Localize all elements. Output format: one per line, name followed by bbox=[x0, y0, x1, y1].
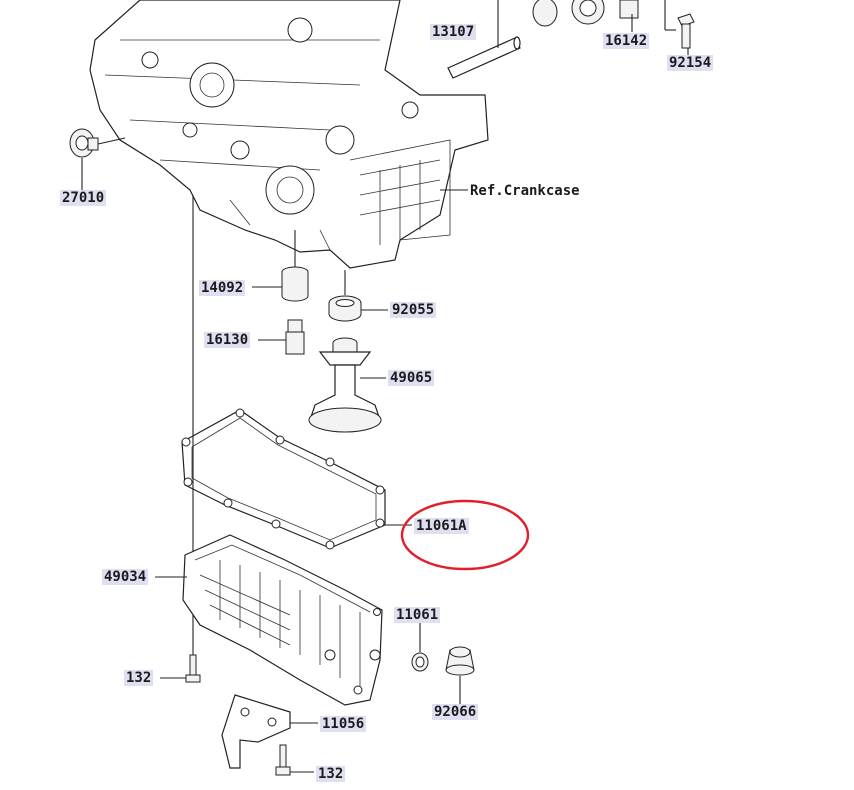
part-132-bolt-a bbox=[160, 654, 201, 683]
callout-49034: 49034 bbox=[102, 569, 149, 585]
part-92154-bolt bbox=[664, 0, 695, 56]
crankcase-drawing bbox=[89, 0, 489, 269]
callout-13107: 13107 bbox=[430, 24, 477, 40]
part-11061A-gasket bbox=[181, 408, 412, 550]
part-11061-washer bbox=[411, 622, 429, 672]
callout-11061: 11061 bbox=[394, 607, 441, 623]
part-27010-plug bbox=[69, 128, 126, 190]
callout-16130: 16130 bbox=[204, 332, 251, 348]
callout-14092: 14092 bbox=[199, 280, 246, 296]
highlight-circle bbox=[400, 499, 530, 571]
part-16130-fitting bbox=[258, 319, 305, 355]
callout-92066: 92066 bbox=[432, 704, 479, 720]
part-13107-shaft bbox=[447, 0, 521, 79]
callout-132-a: 132 bbox=[124, 670, 154, 686]
callout-49065: 49065 bbox=[388, 370, 435, 386]
callout-132-b: 132 bbox=[316, 766, 346, 782]
callout-ref-crankcase: Ref.Crankcase bbox=[470, 183, 580, 199]
callout-11056: 11056 bbox=[320, 716, 367, 732]
part-16142-bushing bbox=[532, 0, 639, 32]
callout-92154: 92154 bbox=[667, 55, 714, 71]
part-14092-spacer bbox=[252, 230, 309, 302]
callout-27010: 27010 bbox=[60, 190, 107, 206]
callout-16142: 16142 bbox=[603, 33, 650, 49]
callout-11061A: 11061A bbox=[414, 518, 469, 534]
part-11056-bracket bbox=[221, 694, 318, 769]
part-92066-drain-plug bbox=[445, 646, 475, 705]
part-132-bolt-b bbox=[275, 744, 314, 776]
callout-92055: 92055 bbox=[390, 302, 437, 318]
part-92055-oring bbox=[328, 270, 388, 322]
part-49034-oil-pan bbox=[155, 534, 383, 706]
part-49065-strainer bbox=[308, 337, 386, 433]
